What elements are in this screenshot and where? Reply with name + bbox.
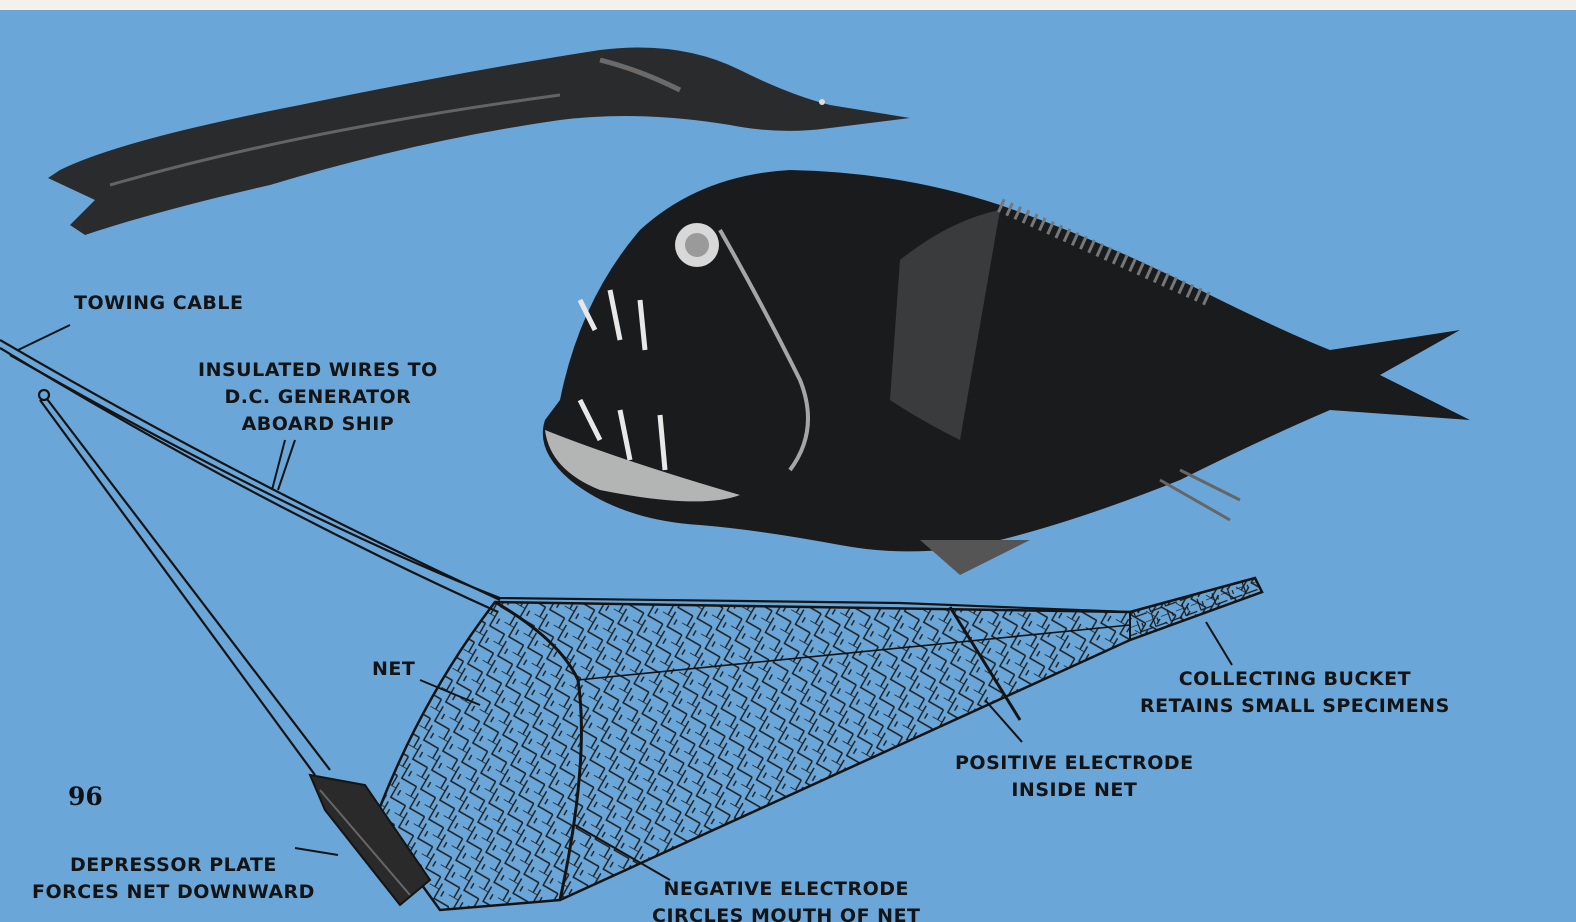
diagram-background [0, 10, 1576, 922]
positive-electrode-label: POSITIVE ELECTRODE INSIDE NET [955, 750, 1194, 804]
negative-electrode-label: NEGATIVE ELECTRODE CIRCLES MOUTH OF NET [652, 876, 921, 922]
towing-cable-label: TOWING CABLE [74, 290, 243, 317]
net-label: NET [372, 656, 415, 683]
depressor-plate-label: DEPRESSOR PLATE FORCES NET DOWNWARD [32, 852, 315, 906]
diagram-drawing [0, 10, 1576, 922]
electric-net [375, 578, 1262, 910]
insulated-wires-label: INSULATED WIRES TO D.C. GENERATOR ABOARD… [198, 357, 438, 438]
fangtooth-fish-illustration [543, 170, 1470, 575]
collecting-bucket-label: COLLECTING BUCKET RETAINS SMALL SPECIMEN… [1140, 666, 1450, 720]
page-number: 96 [68, 782, 103, 811]
